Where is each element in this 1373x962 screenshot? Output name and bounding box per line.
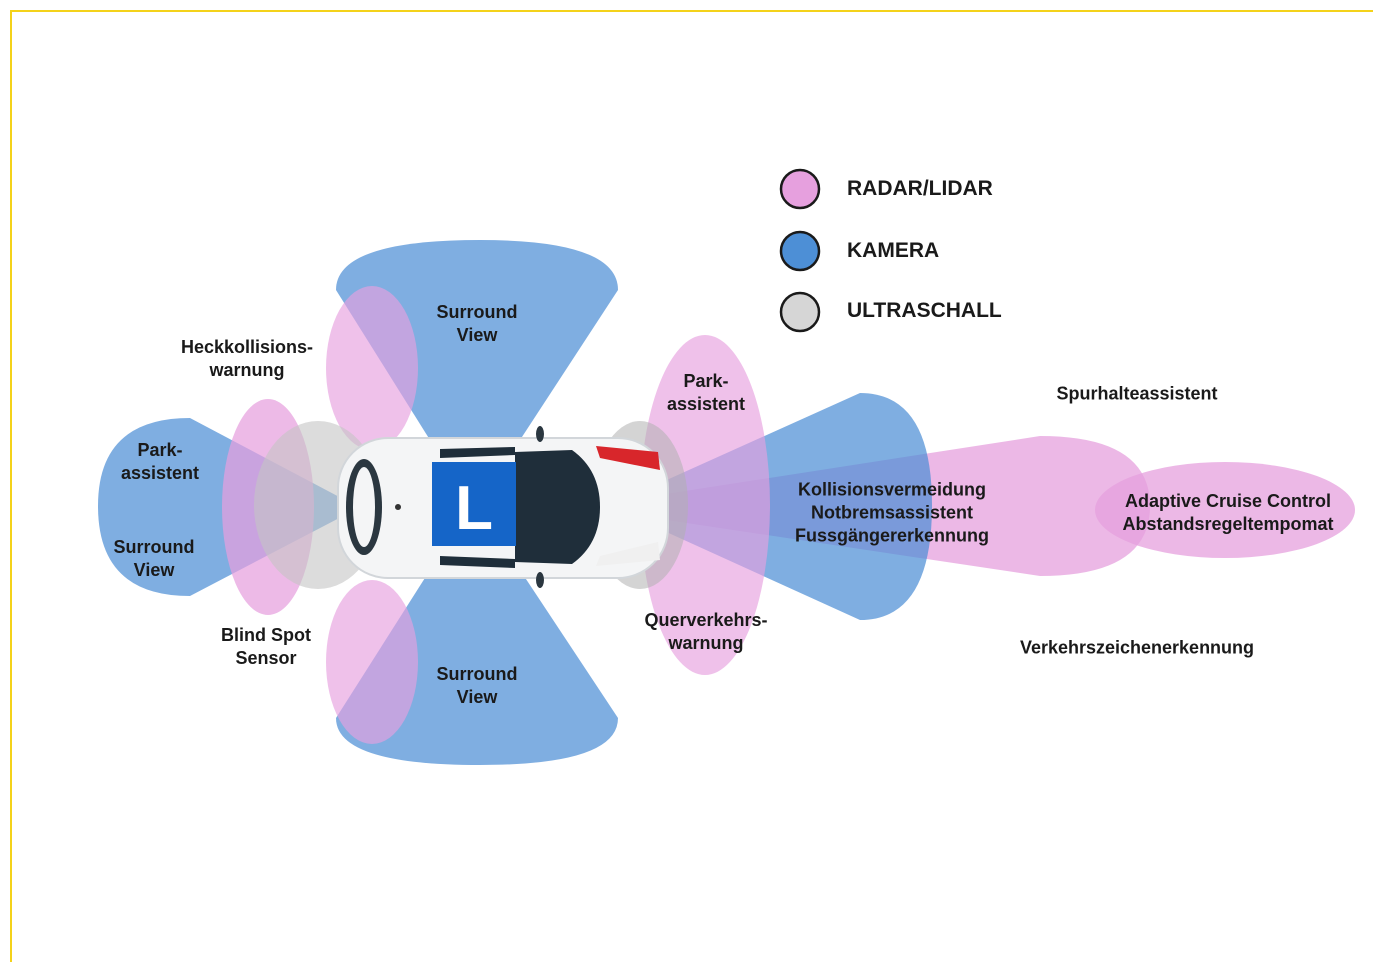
legend-label-radar: RADAR/LIDAR [847,177,993,200]
label-kollisionsvermeidung: Kollisionsvermeidung Notbremsassistent F… [794,479,990,546]
front-camera-zone [640,393,932,620]
label-surround-view-rear: Surround View [113,537,195,580]
label-adaptive-cruise-control: Adaptive Cruise Control Abstandsregeltem… [1122,491,1334,534]
legend-swatch-ultrasonic [779,291,821,333]
rear-corner-radar-top-zone [326,286,418,450]
car-top-view: L [337,426,669,588]
legend-swatch-radar [779,168,821,210]
label-surround-view-bottom: Surround View [436,664,518,707]
legend-label-ultrasonic: ULTRASCHALL [847,299,1002,322]
rear-corner-radar-bottom-zone [326,580,418,744]
legend-label-camera: KAMERA [847,239,940,262]
l-sign-letter: L [455,474,493,543]
front-park-radar-zone [640,335,770,675]
label-verkehrszeichenerkennung: Verkehrszeichenerkennung [1019,637,1255,658]
label-park-assistent-rear: Park- assistent [120,440,200,483]
legend-swatch-camera [779,230,821,272]
label-blind-spot-sensor: Blind Spot Sensor [221,625,311,668]
label-park-assistent-front: Park- assistent [666,371,746,414]
yellow-frame [10,10,1373,962]
label-spurhalteassistent: Spurhalteassistent [1056,383,1218,404]
long-range-radar-zone [1095,462,1355,558]
rear-camera-zone [98,418,345,596]
label-heckkollisionswarnung: Heckkollisions- warnung [180,337,314,380]
label-surround-view-top: Surround View [436,302,518,345]
label-querverkehrswarnung: Querverkehrs- warnung [644,610,768,653]
